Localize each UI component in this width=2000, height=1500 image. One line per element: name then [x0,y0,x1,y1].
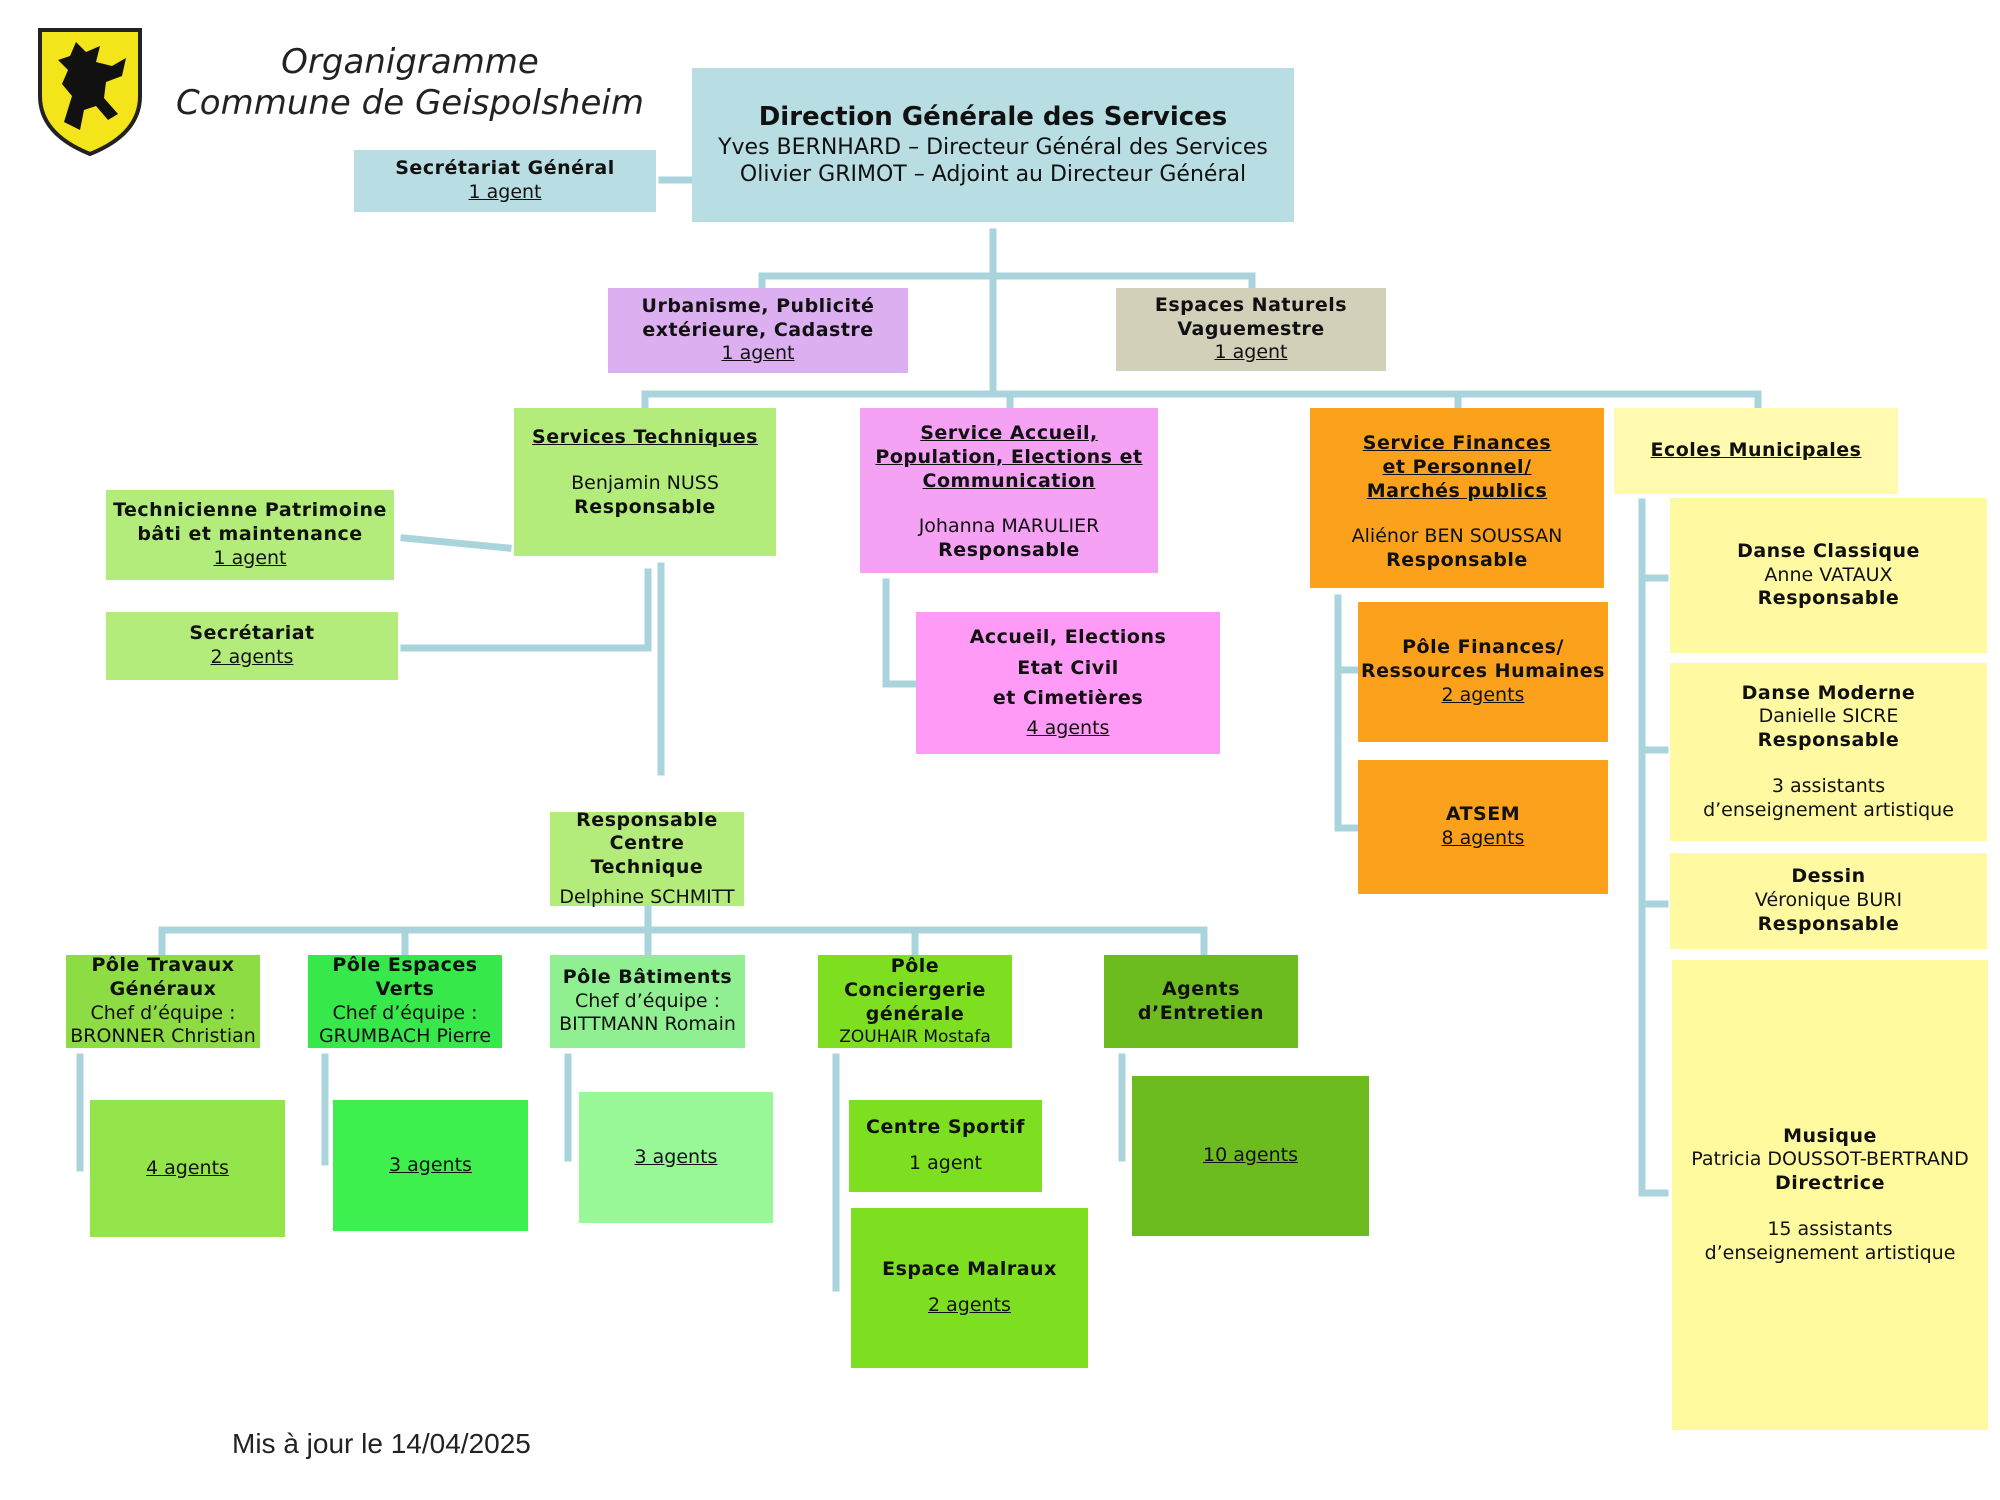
service-accueil-box: Service Accueil, Population, Elections e… [860,408,1158,573]
atsem-box: ATSEM 8 agents [1358,760,1608,894]
pole-conciergerie-box: Pôle Conciergerie générale ZOUHAIR Mosta… [818,955,1012,1048]
pole-espaces-verts-box: Pôle Espaces Verts Chef d’équipe : GRUMB… [308,954,502,1048]
connector-accueil-sub [882,578,919,688]
espaces-naturels-box: Espaces Naturels Vaguemestre 1 agent [1116,288,1386,371]
page-title: Organigramme Commune de Geispolsheim [176,42,644,124]
pole-travaux-generaux-agents-box: 4 agents [90,1100,285,1237]
dgs-box: Direction Générale des Services Yves BER… [692,68,1294,222]
dessin-box: Dessin Véronique BURI Responsable [1670,853,1987,949]
urbanisme-box: Urbanisme, Publicité extérieure, Cadastr… [608,288,908,373]
agents-entretien-agents-box: 10 agents [1132,1076,1369,1236]
secretariat-box: Secrétariat 2 agents [106,612,398,680]
pole-travaux-generaux-box: Pôle Travaux Généraux Chef d’équipe : BR… [66,954,260,1048]
musique-box: Musique Patricia DOUSSOT-BERTRAND Direct… [1672,960,1988,1430]
connector-secretariat [400,568,652,652]
ecoles-municipales-box: Ecoles Municipales [1614,408,1898,494]
centre-technique-box: Responsable Centre Technique Delphine SC… [550,809,744,908]
pole-finances-rh-box: Pôle Finances/ Ressources Humaines 2 age… [1358,602,1608,742]
accueil-elections-box: Accueil, Elections Etat Civil et Cimetiè… [916,612,1220,754]
services-techniques-box: Services Techniques Benjamin NUSS Respon… [514,408,776,556]
agents-entretien-box: Agents d’Entretien [1104,955,1298,1048]
secretariat-general-box: Secrétariat Général 1 agent [354,150,656,212]
connector-technicienne [400,534,512,552]
espace-malraux-box: Espace Malraux 2 agents [851,1208,1088,1368]
technicienne-box: Technicienne Patrimoine bâti et maintena… [106,490,394,580]
pole-batiments-box: Pôle Bâtiments Chef d’équipe : BITTMANN … [550,955,745,1048]
pole-espaces-verts-agents-box: 3 agents [333,1100,528,1231]
service-finances-box: Service Finances et Personnel/ Marchés p… [1310,408,1604,588]
shield-rampant-beast-icon [38,28,142,157]
danse-moderne-box: Danse Moderne Danielle SICRE Responsable… [1670,663,1987,841]
update-date: Mis à jour le 14/04/2025 [232,1428,531,1459]
danse-classique-box: Danse Classique Anne VATAUX Responsable [1670,498,1987,653]
pole-batiments-agents-box: 3 agents [579,1092,773,1223]
centre-sportif-box: Centre Sportif 1 agent [849,1100,1042,1192]
connector-finances-sub [1334,594,1360,832]
